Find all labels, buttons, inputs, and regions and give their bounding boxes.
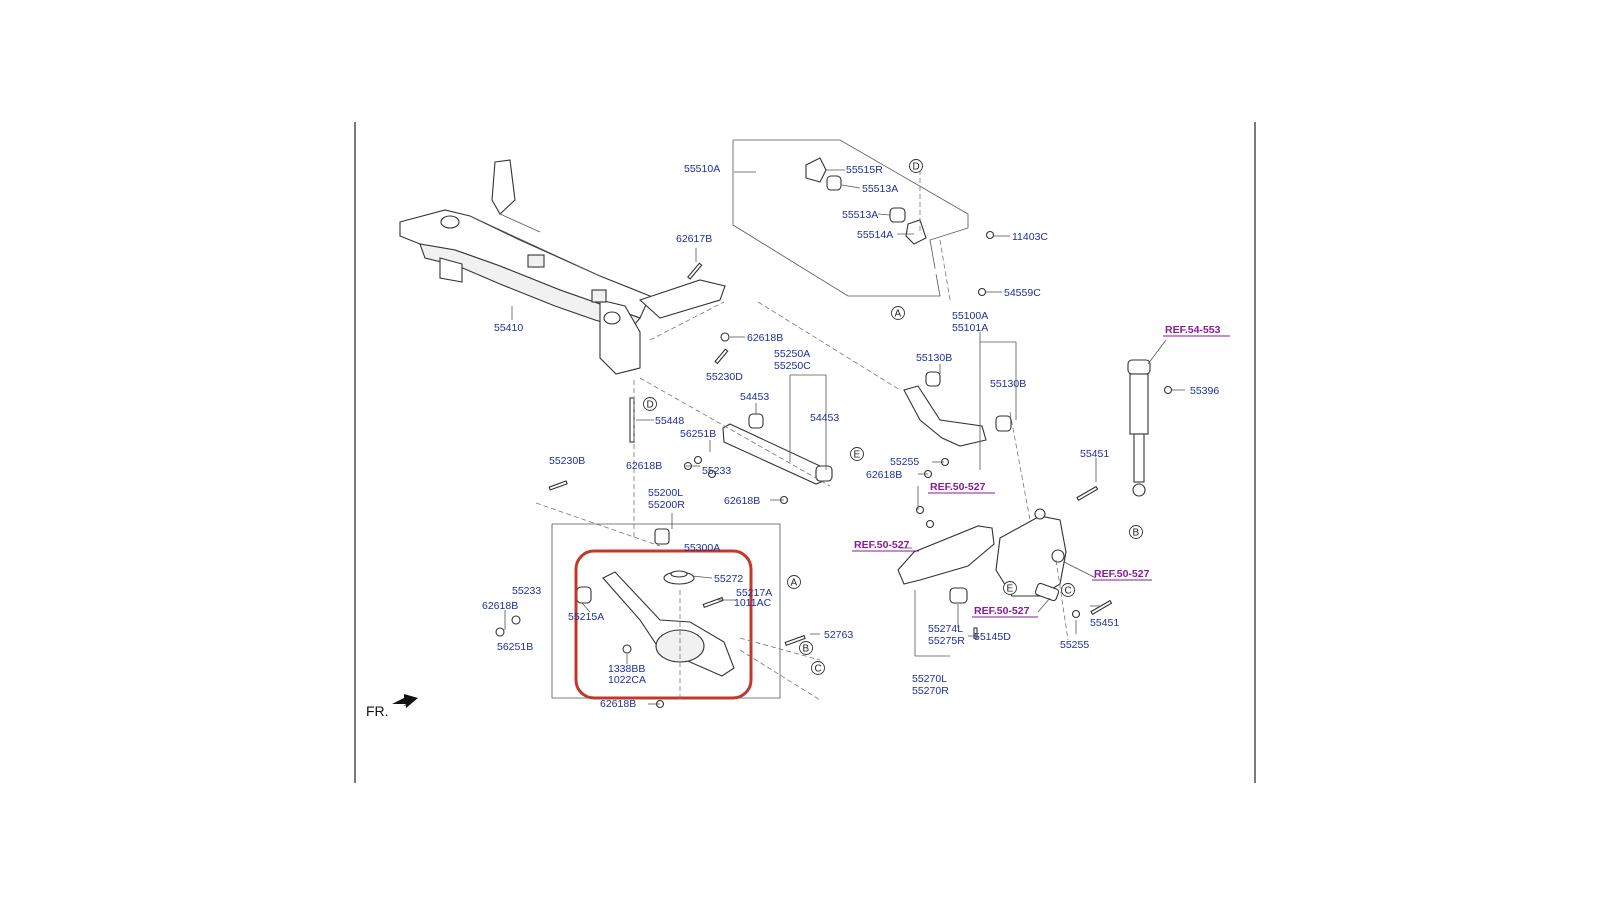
callout-c-1: C bbox=[815, 664, 822, 675]
label-54453: 54453 bbox=[810, 412, 839, 424]
label-11403C: 11403C bbox=[1012, 231, 1048, 243]
callout-b-2: B bbox=[1133, 528, 1140, 539]
label-62618B: 62618B bbox=[482, 600, 518, 612]
label-55233: 55233 bbox=[512, 585, 541, 597]
label-1022CA: 1022CA bbox=[608, 674, 646, 686]
callout-e-1: E bbox=[854, 450, 861, 461]
label-55513A: 55513A bbox=[842, 209, 878, 221]
label-55510A: 55510A bbox=[684, 163, 720, 175]
callout-b-1: B bbox=[803, 644, 810, 655]
label-55217A: 55217A bbox=[736, 587, 772, 599]
highlight-lower-arm bbox=[574, 549, 753, 700]
label-55274L: 55274L bbox=[928, 623, 963, 635]
label-62618B: 62618B bbox=[724, 495, 760, 507]
label-62618B: 62618B bbox=[866, 469, 902, 481]
upper-arm-55100A bbox=[903, 371, 1012, 447]
label-55396: 55396 bbox=[1190, 385, 1219, 397]
assembly-lines bbox=[535, 170, 1069, 701]
ref-label-50-527: REF.50-527 bbox=[1094, 568, 1150, 580]
callout-a-2: A bbox=[791, 578, 798, 589]
label-56251B: 56251B bbox=[497, 641, 533, 653]
ref-label-54-553: REF.54-553 bbox=[1165, 324, 1221, 336]
lower-arm-box bbox=[551, 523, 781, 699]
trailing-arm bbox=[897, 525, 995, 604]
front-direction-label: FR. bbox=[366, 703, 389, 719]
label-55200R: 55200R bbox=[648, 499, 685, 511]
shock-absorber bbox=[1127, 359, 1151, 497]
label-55145D: 55145D bbox=[974, 631, 1011, 643]
label-55270L: 55270L bbox=[912, 673, 947, 685]
label-55272: 55272 bbox=[714, 573, 743, 585]
label-54559C: 54559C bbox=[1004, 287, 1041, 299]
callout-d-2: D bbox=[647, 400, 654, 411]
label-55515R: 55515R bbox=[846, 164, 883, 176]
label-56251B: 56251B bbox=[680, 428, 716, 440]
lower-arm bbox=[576, 528, 735, 677]
label-55255: 55255 bbox=[890, 456, 919, 468]
part-labels: 55510A 55515R 55513A 55513A 55514A 11403… bbox=[482, 163, 1219, 710]
label-55130B: 55130B bbox=[990, 378, 1026, 390]
front-arrow-icon bbox=[392, 694, 418, 708]
label-55448: 55448 bbox=[655, 415, 684, 427]
label-55275R: 55275R bbox=[928, 635, 965, 647]
label-55100A: 55100A bbox=[952, 310, 988, 322]
hardware-group bbox=[495, 230, 1173, 709]
crossmember-part bbox=[399, 159, 726, 375]
callout-a-1: A bbox=[895, 309, 902, 320]
label-1011AC: 1011AC bbox=[734, 597, 772, 609]
label-55513A: 55513A bbox=[862, 183, 898, 195]
leader-lines bbox=[403, 169, 1185, 707]
label-55130B: 55130B bbox=[916, 352, 952, 364]
callout-c-2: C bbox=[1065, 586, 1072, 597]
label-52763: 52763 bbox=[824, 629, 853, 641]
label-62618B: 62618B bbox=[626, 460, 662, 472]
knuckle bbox=[995, 508, 1067, 602]
label-55230B: 55230B bbox=[549, 455, 585, 467]
label-55233: 55233 bbox=[702, 465, 731, 477]
label-55300A: 55300A bbox=[684, 542, 720, 554]
reference-labels: REF.54-553 REF.50-527 REF.50-527 REF.50-… bbox=[854, 324, 1221, 617]
label-55215A: 55215A bbox=[568, 611, 604, 623]
label-54453: 54453 bbox=[740, 391, 769, 403]
ref-label-50-527: REF.50-527 bbox=[930, 481, 986, 493]
label-55514A: 55514A bbox=[857, 229, 893, 241]
label-55230D: 55230D bbox=[706, 371, 743, 383]
ref-label-50-527: REF.50-527 bbox=[974, 605, 1030, 617]
callouts: D A D E A B C B E C bbox=[643, 159, 1143, 675]
label-62618B: 62618B bbox=[747, 332, 783, 344]
label-55250C: 55250C bbox=[774, 360, 811, 372]
label-1338BB: 1338BB bbox=[608, 663, 645, 675]
callout-e-2: E bbox=[1007, 584, 1014, 595]
label-62617B: 62617B bbox=[676, 233, 712, 245]
stabilizer-bar-group bbox=[732, 139, 969, 297]
label-55270R: 55270R bbox=[912, 685, 949, 697]
ref-label-50-527: REF.50-527 bbox=[854, 539, 910, 551]
label-55200L: 55200L bbox=[648, 487, 683, 499]
label-55250A: 55250A bbox=[774, 348, 810, 360]
label-55451: 55451 bbox=[1080, 448, 1109, 460]
lateral-link-upper bbox=[722, 413, 833, 485]
label-55101A: 55101A bbox=[952, 322, 988, 334]
label-55410: 55410 bbox=[494, 322, 523, 334]
label-55255: 55255 bbox=[1060, 639, 1089, 651]
callout-d-1: D bbox=[913, 162, 920, 173]
label-55451: 55451 bbox=[1090, 617, 1119, 629]
label-62618B: 62618B bbox=[600, 698, 636, 710]
